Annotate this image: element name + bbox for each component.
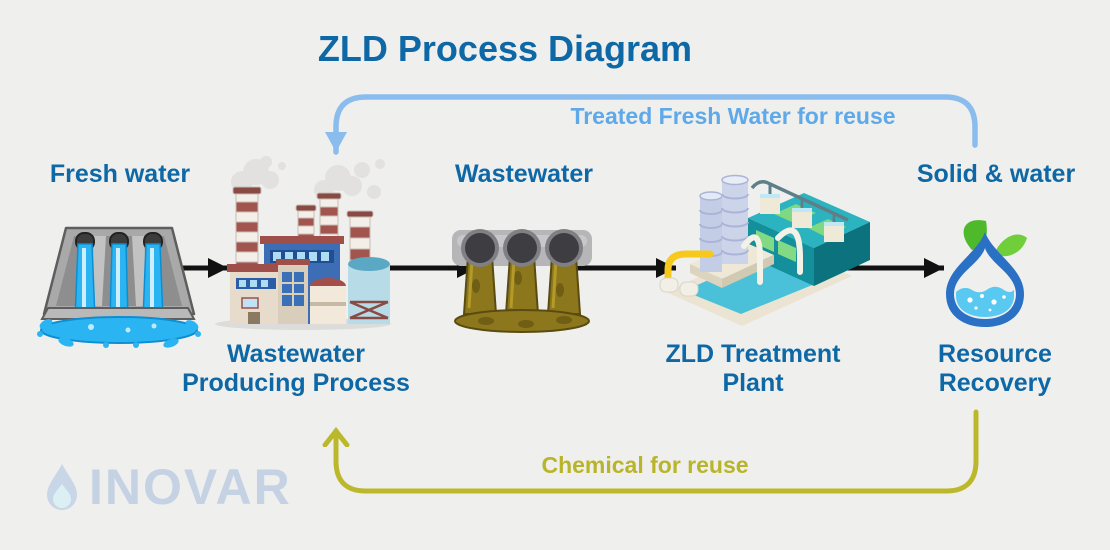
resource-recovery-label: Resource Recovery bbox=[938, 340, 1052, 397]
sludge bbox=[454, 255, 590, 333]
inovar-droplet-icon bbox=[47, 464, 77, 510]
fresh-water-label: Fresh water bbox=[49, 160, 191, 188]
rooftop-units bbox=[750, 180, 849, 242]
water-drop-leaves-icon bbox=[932, 212, 1038, 335]
diagram-title: ZLD Process Diagram bbox=[317, 28, 693, 69]
inovar-logo-text: INOVAR bbox=[89, 459, 292, 515]
white-pipes bbox=[741, 227, 803, 285]
towers bbox=[699, 174, 749, 272]
wastewater-label: Wastewater bbox=[454, 160, 594, 188]
factory-icon bbox=[212, 152, 394, 335]
water-intake-splash-icon bbox=[36, 222, 202, 353]
splash bbox=[37, 316, 201, 348]
pipe-openings bbox=[461, 229, 583, 267]
smoke bbox=[231, 156, 385, 200]
producing-process-label: Wastewater Producing Process bbox=[182, 340, 410, 397]
buildings bbox=[227, 236, 390, 324]
inovar-logo: INOVAR bbox=[44, 462, 292, 512]
chemical-flow-label: Chemical for reuse bbox=[541, 452, 749, 478]
zld-treatment-plant-label: ZLD Treatment Plant bbox=[665, 340, 841, 397]
solid-water-label: Solid & water bbox=[916, 160, 1076, 188]
water-fill bbox=[956, 286, 1014, 317]
water-streams bbox=[74, 243, 164, 321]
sewage-discharge-pipes-icon bbox=[452, 226, 592, 339]
treatment-plant-icon bbox=[656, 166, 882, 339]
bubbles bbox=[967, 294, 1006, 312]
treated-water-flow-label: Treated Fresh Water for reuse bbox=[570, 103, 896, 129]
